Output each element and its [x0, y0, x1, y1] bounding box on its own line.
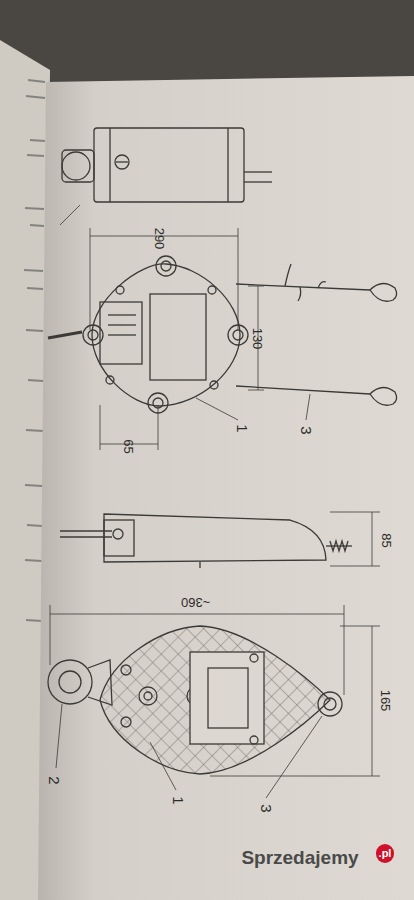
watermark: Sprzedajemy [241, 848, 358, 867]
callout-number: 2 [47, 776, 62, 784]
dimension-label: 290 [153, 227, 166, 249]
dimension-label: ~360 [181, 596, 210, 609]
dimension-lines [50, 228, 380, 798]
dimension-label: 85 [380, 533, 393, 547]
callout-number: 1 [235, 424, 250, 432]
dimension-label: 130 [251, 327, 264, 349]
dimension-label: 165 [379, 689, 392, 711]
dimension-label: 65 [122, 439, 135, 453]
watermark-badge: .pl [376, 844, 395, 863]
callout-number: 3 [299, 426, 314, 434]
balancer-side-view [60, 514, 352, 568]
callout-number: 3 [259, 804, 274, 812]
book-page [38, 76, 414, 900]
balancer-front-view [48, 256, 397, 413]
frame-side-view [60, 128, 272, 225]
callout-number: 1 [171, 796, 186, 804]
